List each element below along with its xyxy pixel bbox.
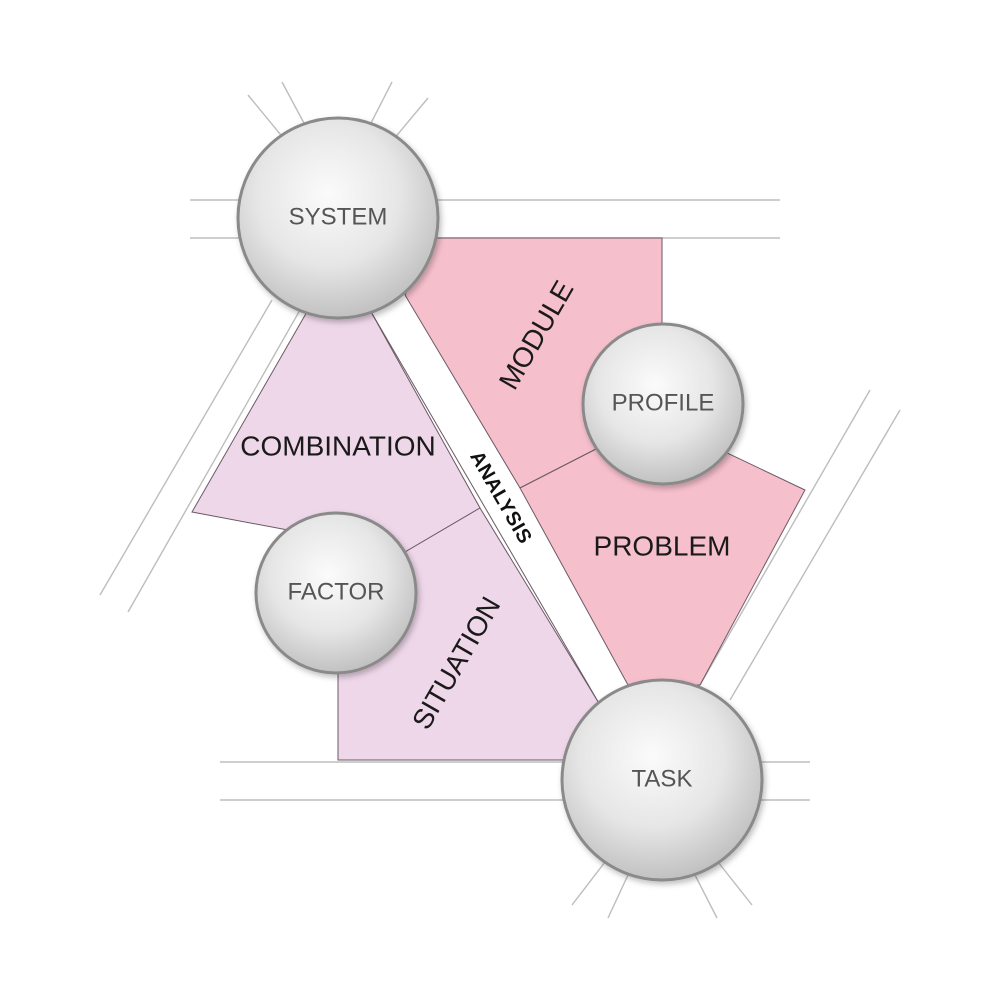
task-node-circle — [560, 678, 764, 882]
ray-bottom-4 — [717, 861, 753, 906]
node-task: TASK — [560, 678, 764, 882]
ray-top-3 — [369, 81, 393, 126]
road-right-inner — [699, 389, 871, 686]
factor-node-label: FACTOR — [288, 578, 385, 605]
road-left-inner — [127, 309, 301, 613]
road-left-outer — [99, 299, 273, 596]
analysis-band-edge-left — [369, 309, 601, 706]
profile-node-label: PROFILE — [612, 389, 715, 416]
ray-bottom-3 — [694, 874, 718, 919]
node-profile: PROFILE — [581, 322, 745, 486]
road-right-outer — [729, 409, 901, 701]
ray-bottom-2 — [607, 874, 629, 919]
profile-node-circle — [581, 322, 745, 486]
combination-label: COMBINATION — [240, 430, 435, 461]
ray-top-2 — [281, 81, 306, 126]
system-node-circle — [236, 116, 440, 320]
system-node-label: SYSTEM — [289, 203, 388, 230]
task-node-label: TASK — [632, 765, 693, 792]
problem-label: PROBLEM — [594, 530, 731, 561]
node-system: SYSTEM — [236, 116, 440, 320]
node-factor: FACTOR — [254, 511, 418, 675]
factor-node-circle — [254, 511, 418, 675]
ray-bottom-1 — [571, 861, 606, 906]
ray-top-4 — [392, 97, 429, 141]
ray-top-1 — [247, 94, 286, 141]
